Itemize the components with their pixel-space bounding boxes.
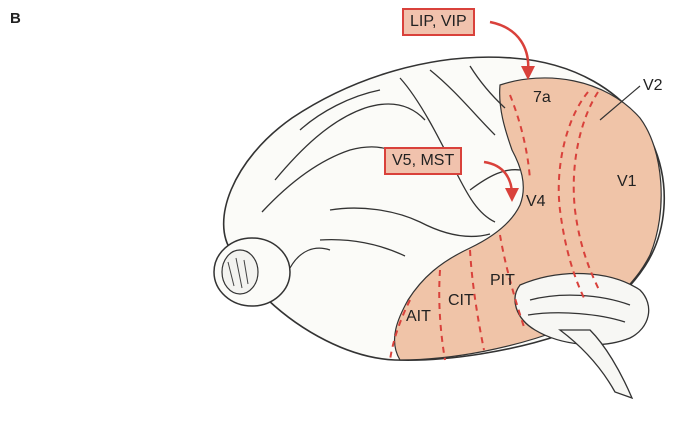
lip-vip-callout: LIP, VIP	[402, 8, 475, 36]
area-label-pit: PIT	[490, 272, 515, 290]
area-label-v1: V1	[617, 173, 637, 191]
area-label-7a: 7a	[533, 89, 551, 107]
panel-letter: B	[10, 10, 21, 27]
area-label-v2: V2	[643, 77, 663, 95]
area-label-v4: V4	[526, 193, 546, 211]
area-label-ait: AIT	[406, 308, 431, 326]
area-label-cit: CIT	[448, 292, 474, 310]
v5-mst-callout: V5, MST	[384, 147, 462, 175]
